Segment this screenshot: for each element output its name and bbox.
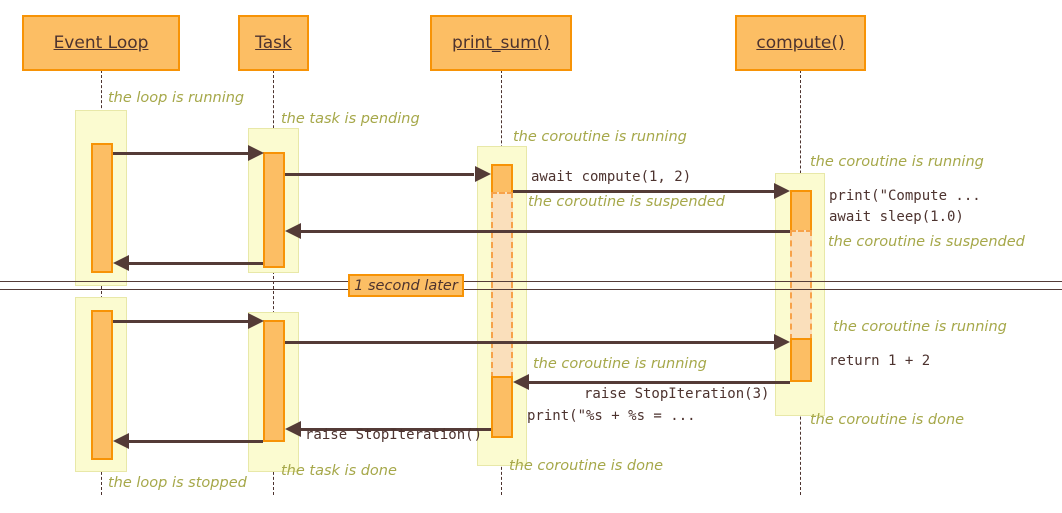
arrow-print-sum-to-compute-1 [513,190,774,193]
participant-label-event-loop: Event Loop [53,33,149,53]
activation-compute-2 [790,338,812,382]
arrowhead-compute-2 [774,334,790,350]
arrowhead-event-loop-return-1 [113,255,129,271]
activation-compute-1 [790,190,812,232]
note-loop-stopped: the loop is stopped [108,475,247,491]
activation-print-sum-1 [491,164,513,194]
activation-event-loop-2 [91,310,113,460]
arrowhead-task-return-2 [285,421,301,437]
note-compute-suspended: the coroutine is suspended [828,234,1025,250]
lifeline-task [273,70,274,495]
note-compute-running-1: the coroutine is running [810,154,984,170]
activation-task-2 [263,320,285,442]
arrow-task-to-event-loop-2 [128,440,263,443]
participant-event-loop[interactable]: Event Loop [22,15,180,71]
participant-label-compute: compute() [756,33,845,53]
arrowhead-event-loop-return-2 [113,433,129,449]
arrow-event-loop-to-task-2 [113,320,256,323]
arrow-task-to-compute [285,341,774,344]
note-compute-running-2: the coroutine is running [833,319,1007,335]
note-print-sum-done: the coroutine is done [509,458,664,474]
participant-task[interactable]: Task [238,15,309,71]
divider-line-bottom [0,289,1062,290]
arrow-task-to-event-loop-1 [128,262,263,265]
participant-compute[interactable]: compute() [735,15,866,71]
participant-print-sum[interactable]: print_sum() [430,15,572,71]
activation-compute-suspended [790,230,812,340]
note-print-sum-running-1: the coroutine is running [513,129,687,145]
message-raise-stopiteration-3: raise StopIteration(3) [584,386,770,402]
message-await-sleep: await sleep(1.0) [829,209,964,225]
note-task-done: the task is done [281,463,397,479]
note-compute-done: the coroutine is done [810,412,965,428]
arrow-compute-to-task-1 [300,230,790,233]
participant-label-task: Task [255,33,292,53]
activation-event-loop-1 [91,143,113,273]
message-raise-stopiteration: raise StopIteration() [305,427,483,443]
arrowhead-task-1 [248,145,264,161]
note-print-sum-running-2: the coroutine is running [533,356,707,372]
arrow-event-loop-to-task-1 [113,152,256,155]
message-return-sum: return 1 + 2 [829,353,931,369]
arrowhead-print-sum-1 [475,166,491,182]
divider-line-top [0,281,1062,282]
arrow-compute-to-print-sum [528,381,790,384]
activation-task-1 [263,152,285,268]
message-print-compute: print("Compute ... [829,188,981,204]
message-print-result: print("%s + %s = ... [527,408,696,424]
arrowhead-task-2 [248,313,264,329]
participant-label-print-sum: print_sum() [452,33,550,53]
note-print-sum-suspended: the coroutine is suspended [528,194,725,210]
note-task-pending: the task is pending [281,111,420,127]
activation-print-sum-2 [491,376,513,438]
divider-label: 1 second later [348,274,464,297]
note-loop-running: the loop is running [108,90,245,106]
activation-print-sum-suspended [491,192,513,378]
arrow-task-to-print-sum-1 [285,173,474,176]
arrowhead-compute-1 [774,183,790,199]
arrow-print-sum-to-task [300,428,491,431]
arrowhead-task-return-1 [285,223,301,239]
arrowhead-print-sum-return [513,374,529,390]
message-await-compute: await compute(1, 2) [531,169,692,185]
